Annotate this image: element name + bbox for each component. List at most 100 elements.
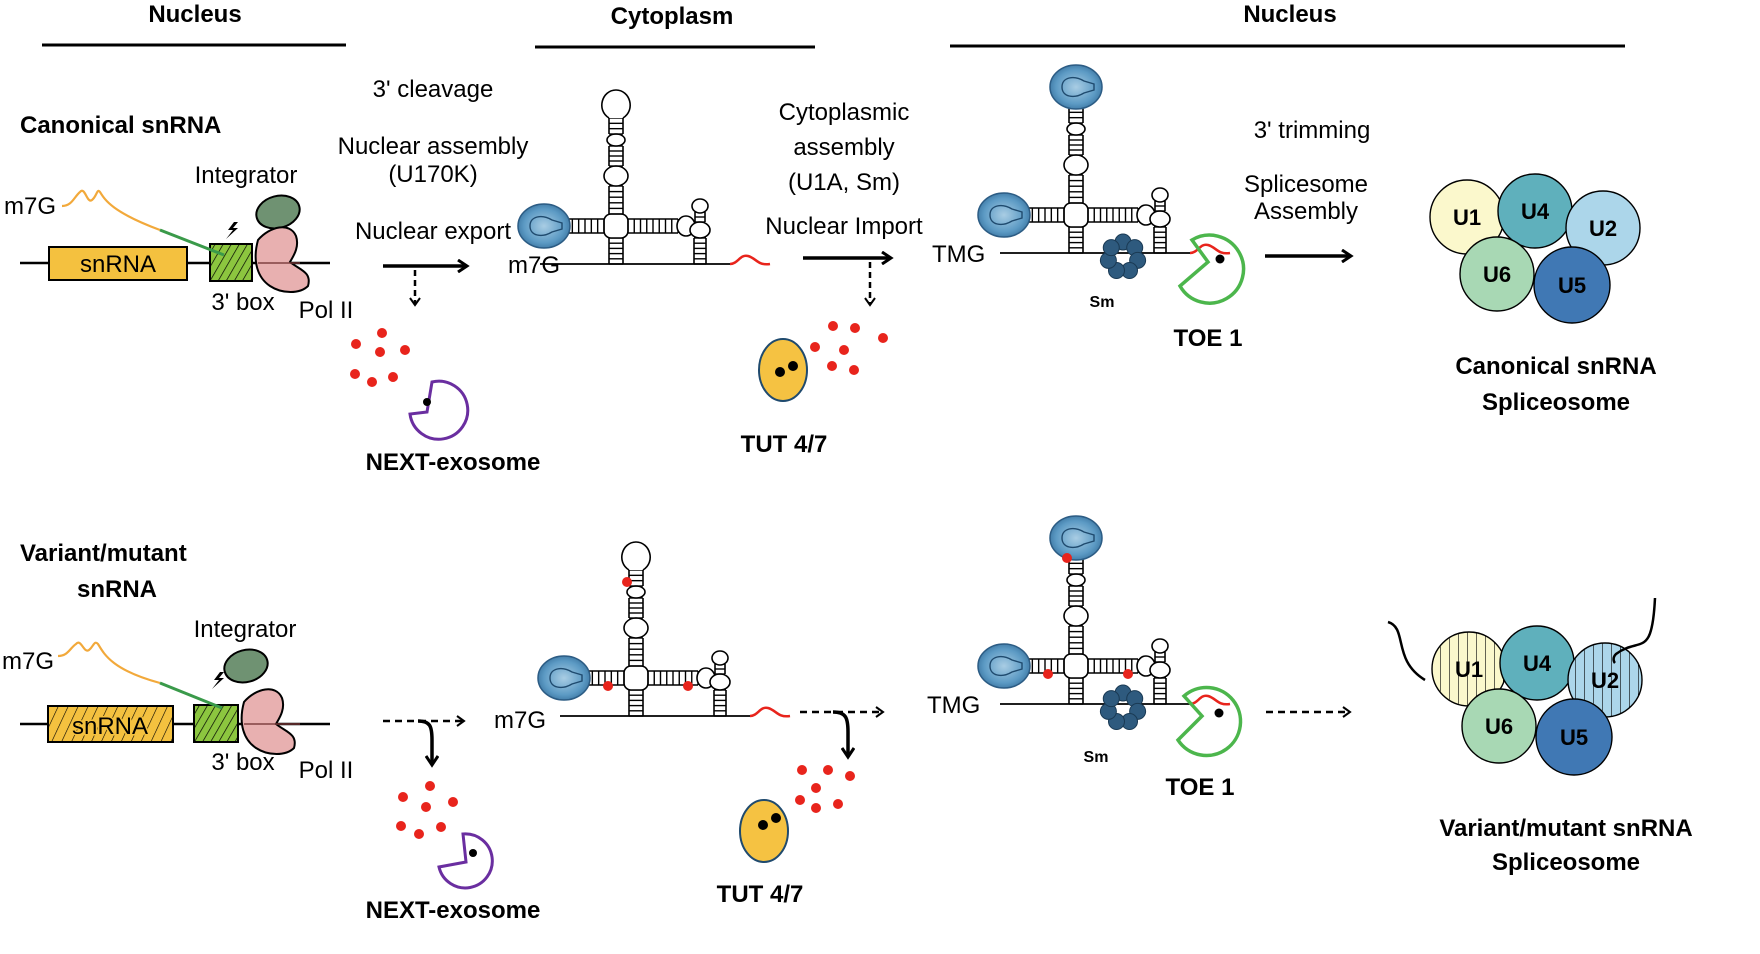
uridylation-nucleotides [810,321,888,375]
nucleotide-dot [448,797,458,807]
header-nucleus-right: Nucleus [1243,1,1336,28]
internal-loop [709,673,731,691]
nucleotide-dot [811,803,821,813]
cap-label-tmg: TMG [927,692,980,719]
terminal-loop [601,89,631,119]
nucleotide-dot [396,821,406,831]
mutation-site [603,681,613,691]
nucleotide-dot [828,321,838,331]
nucleotide-dot [839,345,849,355]
exosome-eye [469,849,477,857]
bulge [1066,122,1086,136]
u1a-protein [977,643,1031,689]
nascent-transcript-3prime [159,228,225,257]
u1a-protein [517,203,571,249]
3-box-element [193,704,239,743]
terminal-loop [711,650,729,666]
snrnp-label: U6 [1483,262,1511,287]
pol-ii-label: Pol II [299,757,354,784]
degraded-nucleotides [396,781,458,839]
u1a-loop [549,667,583,689]
cap-label-tmg: TMG [932,241,985,268]
internal-loop [1149,661,1171,679]
mutation-site [622,577,632,587]
integrator-complex [223,648,269,684]
3prime-extension [1189,243,1231,255]
spliceosome-title-line2: Spliceosome [1492,849,1640,876]
nucleotide-dot [833,799,843,809]
sm-ring-label: Sm [1084,749,1109,766]
bulge [606,133,626,147]
header-nucleus-left: Nucleus [148,1,241,28]
3-box-label: 3' box [211,749,274,776]
step-nuclear-assembly: Nuclear assembly [338,133,529,160]
toe1-eye [1215,254,1225,264]
terminal-loop [1151,187,1169,203]
variant-pathway-row: Variant/mutant snRNA snRNA m7G Integrato… [2,515,1693,924]
3-box-element [209,243,253,282]
step-nuclear-import: Nuclear Import [765,213,923,240]
terminal-loop [1151,638,1169,654]
integrator-label: Integrator [194,616,297,643]
snrnp-u5 [1533,246,1611,324]
spliceosome-title-line1: Variant/mutant snRNA [1439,815,1692,842]
nascent-transcript-3prime [159,681,223,710]
tut-4-7-enzyme [739,799,789,863]
internal-loop [689,221,711,239]
tut-eye [758,820,768,830]
nucleotide-dot [850,323,860,333]
nucleotide-dot [797,765,807,775]
nucleotide-dot [377,328,387,338]
row-title-line2: snRNA [77,576,157,603]
snrna-gene-label: snRNA [72,713,148,740]
import-step-labels: Cytoplasmic assembly (U1A, Sm) Nuclear I… [765,99,923,240]
uridylation-arrow [832,710,848,756]
nucleotide-dot [827,361,837,371]
mature-snrnp-structure [977,64,1231,280]
step-u170k: (U170K) [388,161,477,188]
exosome-label: NEXT-exosome [366,897,541,924]
nucleotide-dot [398,792,408,802]
gene-locus: snRNA m7G Integrator 3' box Pol II [2,616,353,784]
mutant-mature-snrnp-structure [977,515,1231,731]
step-splicesome: Splicesome [1244,171,1368,198]
exosome-label: NEXT-exosome [366,449,541,476]
cleavage-bolt-icon [212,672,224,689]
four-way-junction [1063,653,1089,679]
internal-loop [623,617,649,639]
nucleotide-dot [849,365,859,375]
u1a-loop [989,204,1023,226]
snrnp-u6 [1461,688,1537,764]
decay-arrow [417,719,432,764]
step-3-cleavage: 3' cleavage [373,76,494,103]
nucleotide-dot [414,829,424,839]
3prime-extension [749,706,791,718]
3prime-extension [1189,694,1231,706]
u1a-loop [1061,76,1095,98]
cleavage-bolt-icon [226,222,238,239]
assembly-step-labels: 3' trimming Splicesome Assembly [1244,117,1370,225]
sm-ring-label: Sm [1090,294,1115,311]
mutant-pre-snrnp-structure [537,541,791,718]
sm-protein [1102,690,1120,708]
step-nuclear-export: Nuclear export [355,218,511,245]
pol-ii-complex [254,226,310,293]
tut-eye [788,361,798,371]
nascent-transcript [61,189,161,232]
snrna-gene-label: snRNA [80,251,156,278]
nucleotide-dot [811,783,821,793]
u1a-protein [977,192,1031,238]
tut-eye [775,367,785,377]
snrnp-label: U4 [1523,651,1552,676]
cap-label: m7G [2,648,54,675]
next-exosome-pacman [408,379,470,441]
nucleotide-dot [425,781,435,791]
snrnp-label: U2 [1591,668,1619,693]
four-way-junction [1063,202,1089,228]
nucleotide-dot [795,795,805,805]
u1a-loop [989,655,1023,677]
step-u1a-sm: (U1A, Sm) [788,169,900,196]
step-assembly: assembly [793,134,894,161]
nucleotide-dot [388,372,398,382]
